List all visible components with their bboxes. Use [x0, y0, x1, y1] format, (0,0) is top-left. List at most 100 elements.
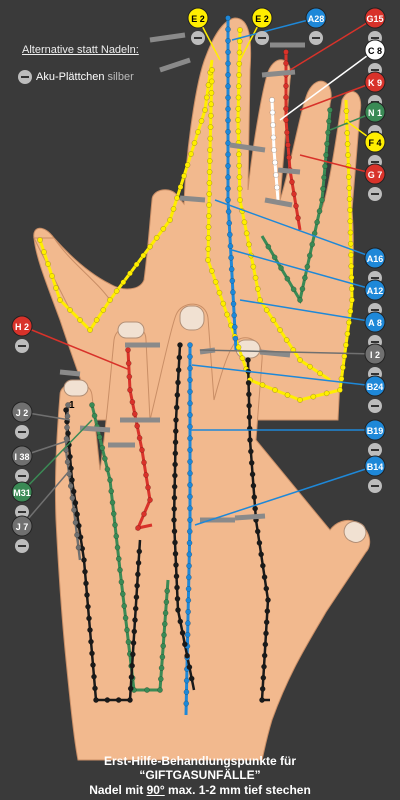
point-badge: A 8: [364, 311, 386, 349]
acupoint-bead: [322, 163, 328, 170]
acupoint-bead: [272, 387, 278, 393]
point-badge-circle: [364, 7, 386, 29]
acupoint-bead: [207, 147, 213, 153]
minus-bar: [371, 485, 379, 487]
acupoint-bead: [85, 603, 91, 610]
acupoint-bead: [173, 573, 180, 580]
leader-line: [214, 199, 376, 259]
acupoint-bead: [283, 117, 289, 123]
aku-bar: [59, 369, 81, 377]
acupoint-bead: [231, 324, 238, 330]
acupoint-bead: [127, 387, 133, 393]
acupoint-bead: [132, 605, 139, 612]
acupoint-bead: [295, 215, 301, 221]
acupoint-bead: [206, 180, 213, 186]
point-badge-circle: [364, 39, 386, 61]
acupoint-bead: [220, 300, 227, 307]
acupoint-bead: [69, 495, 76, 501]
acupoint-bead: [243, 230, 250, 237]
acupoint-bead: [225, 197, 231, 203]
acupoint-bead: [89, 650, 95, 657]
acupoint-bead: [270, 134, 277, 141]
acupoint-bead: [225, 185, 231, 192]
acupoint-bead: [225, 37, 231, 44]
acupoint-bead: [172, 539, 178, 546]
acupoint-bead: [236, 151, 242, 158]
acupoint-bead: [188, 151, 194, 157]
acupoint-bead: [133, 594, 140, 600]
point-badge-label: A12: [367, 286, 384, 296]
acupoint-bead: [122, 615, 129, 621]
acupoint-bead: [283, 337, 290, 343]
acupoint-bead: [175, 607, 181, 613]
acupoint-bead: [246, 414, 253, 420]
point-badge-label: G 7: [368, 170, 383, 180]
acupoint-bead: [346, 185, 353, 191]
acupoint-bead: [347, 229, 354, 236]
acupoint-bead: [112, 522, 118, 528]
aku-bar: [234, 513, 266, 521]
acupoint-bead: [274, 184, 280, 191]
acupoint-bead: [184, 631, 191, 638]
acupoint-bead: [241, 219, 248, 226]
acupoint-bead: [271, 254, 278, 261]
acupoint-bead: [187, 365, 193, 372]
leader-line: [21, 469, 71, 527]
acupoint-bead: [269, 109, 276, 116]
acupoint-bead: [64, 424, 70, 431]
point-badge-label: I 2: [370, 350, 380, 360]
acupoint-bead: [225, 117, 231, 124]
acupoint-bead: [248, 460, 255, 466]
legend-title: Alternative statt Nadeln:: [22, 44, 139, 56]
acupoint-bead: [141, 459, 147, 466]
acupoint-bead: [161, 621, 168, 627]
acupoint-bead: [82, 568, 88, 575]
aku-bar: [229, 142, 266, 153]
acupoint-bead: [183, 677, 190, 684]
aku-bar: [261, 69, 296, 78]
acupoint-bead: [263, 307, 270, 313]
acupoint-bead: [172, 439, 179, 446]
acupoint-bead: [127, 685, 134, 692]
caption-angle: 90°: [146, 783, 165, 797]
acupoint-bead: [325, 129, 331, 136]
acupoint-bead: [259, 382, 266, 388]
acupoint-bead: [74, 511, 80, 518]
acupoint-bead: [185, 620, 191, 627]
acupoint-bead: [208, 112, 214, 119]
point-badge-label: E 2: [191, 14, 205, 24]
point-badge: E 2: [251, 7, 273, 45]
acupoint-bead: [186, 563, 192, 569]
acupoint-bead: [164, 588, 171, 594]
acupoint-bead: [206, 158, 213, 164]
point-badge-label: I 38: [14, 452, 29, 462]
acupoint-bead: [327, 107, 333, 113]
acupoint-bead: [346, 319, 352, 326]
acupoint-bead: [135, 571, 141, 578]
acupoint-bead: [254, 286, 261, 292]
acupoint-bead: [284, 392, 291, 398]
acupoint-bead: [188, 675, 195, 682]
aku-bar: [277, 167, 301, 175]
acupoint-bead: [125, 347, 131, 353]
point-badge-label: H 2: [15, 322, 29, 332]
acupoint-bead: [113, 288, 120, 294]
acupoint-bead: [186, 540, 193, 546]
finger-marker: 1: [69, 400, 75, 411]
acupoint-bead: [90, 662, 96, 668]
acupoint-bead: [118, 579, 125, 585]
acupoint-bead: [226, 231, 233, 238]
leader-line: [289, 17, 376, 71]
acupoint-bead: [124, 627, 130, 633]
acupoint-bead: [125, 639, 132, 645]
acupoint-bead: [205, 82, 212, 88]
acupoint-bead: [283, 83, 289, 89]
acupoint-bead: [208, 268, 215, 274]
point-badge: I 38: [11, 445, 33, 483]
acupoint-bead: [262, 641, 269, 648]
acupoint-bead: [205, 235, 212, 241]
acupoint-bead: [135, 560, 142, 566]
acupoint-bead: [139, 447, 145, 453]
acupoint-bead: [187, 435, 193, 442]
acupoint-bead: [347, 218, 354, 225]
